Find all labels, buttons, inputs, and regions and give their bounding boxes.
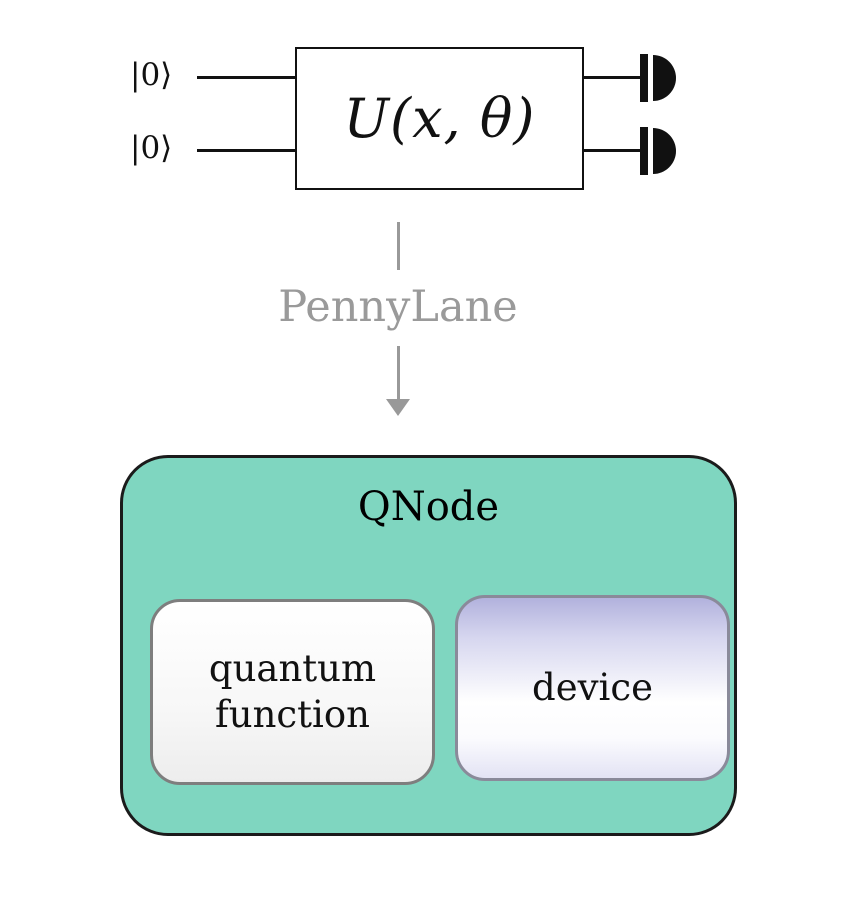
arrow-head-icon [386, 399, 410, 416]
measurement-icon [640, 54, 676, 102]
qubit-wire [197, 149, 295, 152]
qnode-box: QNode quantum function device [120, 455, 737, 836]
qubit-wire [584, 149, 642, 152]
qubit-label-0: |0⟩ [130, 57, 173, 93]
device-box: device [455, 595, 730, 781]
qubit-label-1: |0⟩ [130, 130, 173, 166]
qnode-title: QNode [357, 484, 500, 530]
gate-label: U(x, θ) [343, 87, 536, 150]
quantum-function-box: quantum function [150, 599, 435, 785]
device-label: device [532, 665, 653, 709]
qubit-wire [197, 76, 295, 79]
arrow-line [397, 346, 400, 400]
qubit-wire [584, 76, 642, 79]
unitary-gate-box: U(x, θ) [295, 47, 584, 190]
measurement-icon [640, 127, 676, 175]
pennylane-label: PennyLane [278, 282, 518, 332]
arrow-line [397, 222, 400, 270]
quantum-function-label: quantum function [208, 646, 377, 736]
